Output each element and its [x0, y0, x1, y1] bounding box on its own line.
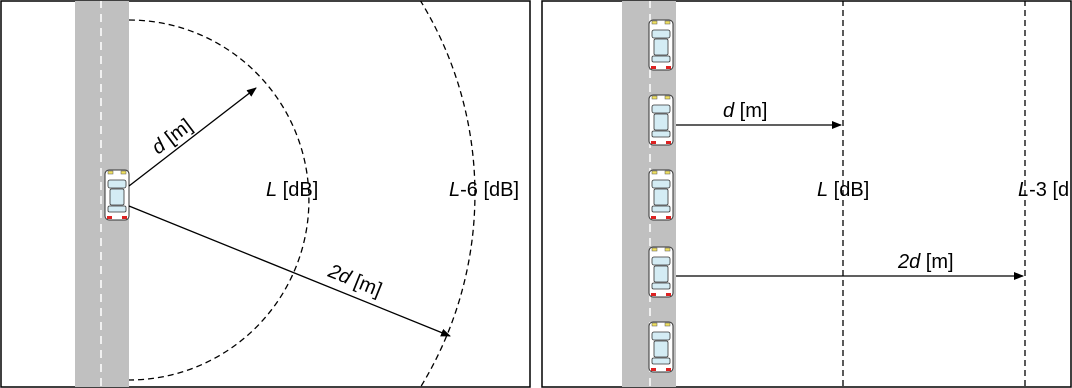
right-far-level-label: L-3 [dB] [1018, 179, 1072, 201]
left-far-wavefront [419, 1, 476, 387]
car-top-view-icon [104, 169, 130, 221]
right-panel: L-3 [dB] d [m] 2d [m] L [dB] [541, 0, 1072, 388]
left-far-distance-arrow [128, 205, 451, 337]
car-top-view-icon [648, 94, 674, 146]
left-far-level-label: L-6 [dB] [449, 179, 519, 201]
car-top-view-icon [648, 169, 674, 221]
left-near-wavefront [128, 19, 310, 381]
right-near-level-label: L [dB] [817, 179, 869, 201]
right-panel-frame [541, 0, 1072, 388]
right-far-distance-label: 2d [m] [897, 251, 954, 273]
car-top-view-icon [648, 321, 674, 373]
car-top-view-icon [648, 246, 674, 298]
right-near-distance-label: d [m] [723, 100, 767, 122]
left-near-distance-arrow [128, 87, 257, 187]
left-near-level-label: L [dB] [266, 179, 318, 201]
car-top-view-icon [648, 19, 674, 71]
left-panel: d [m] 2d [m] L [dB] L-6 [dB] [0, 0, 531, 388]
